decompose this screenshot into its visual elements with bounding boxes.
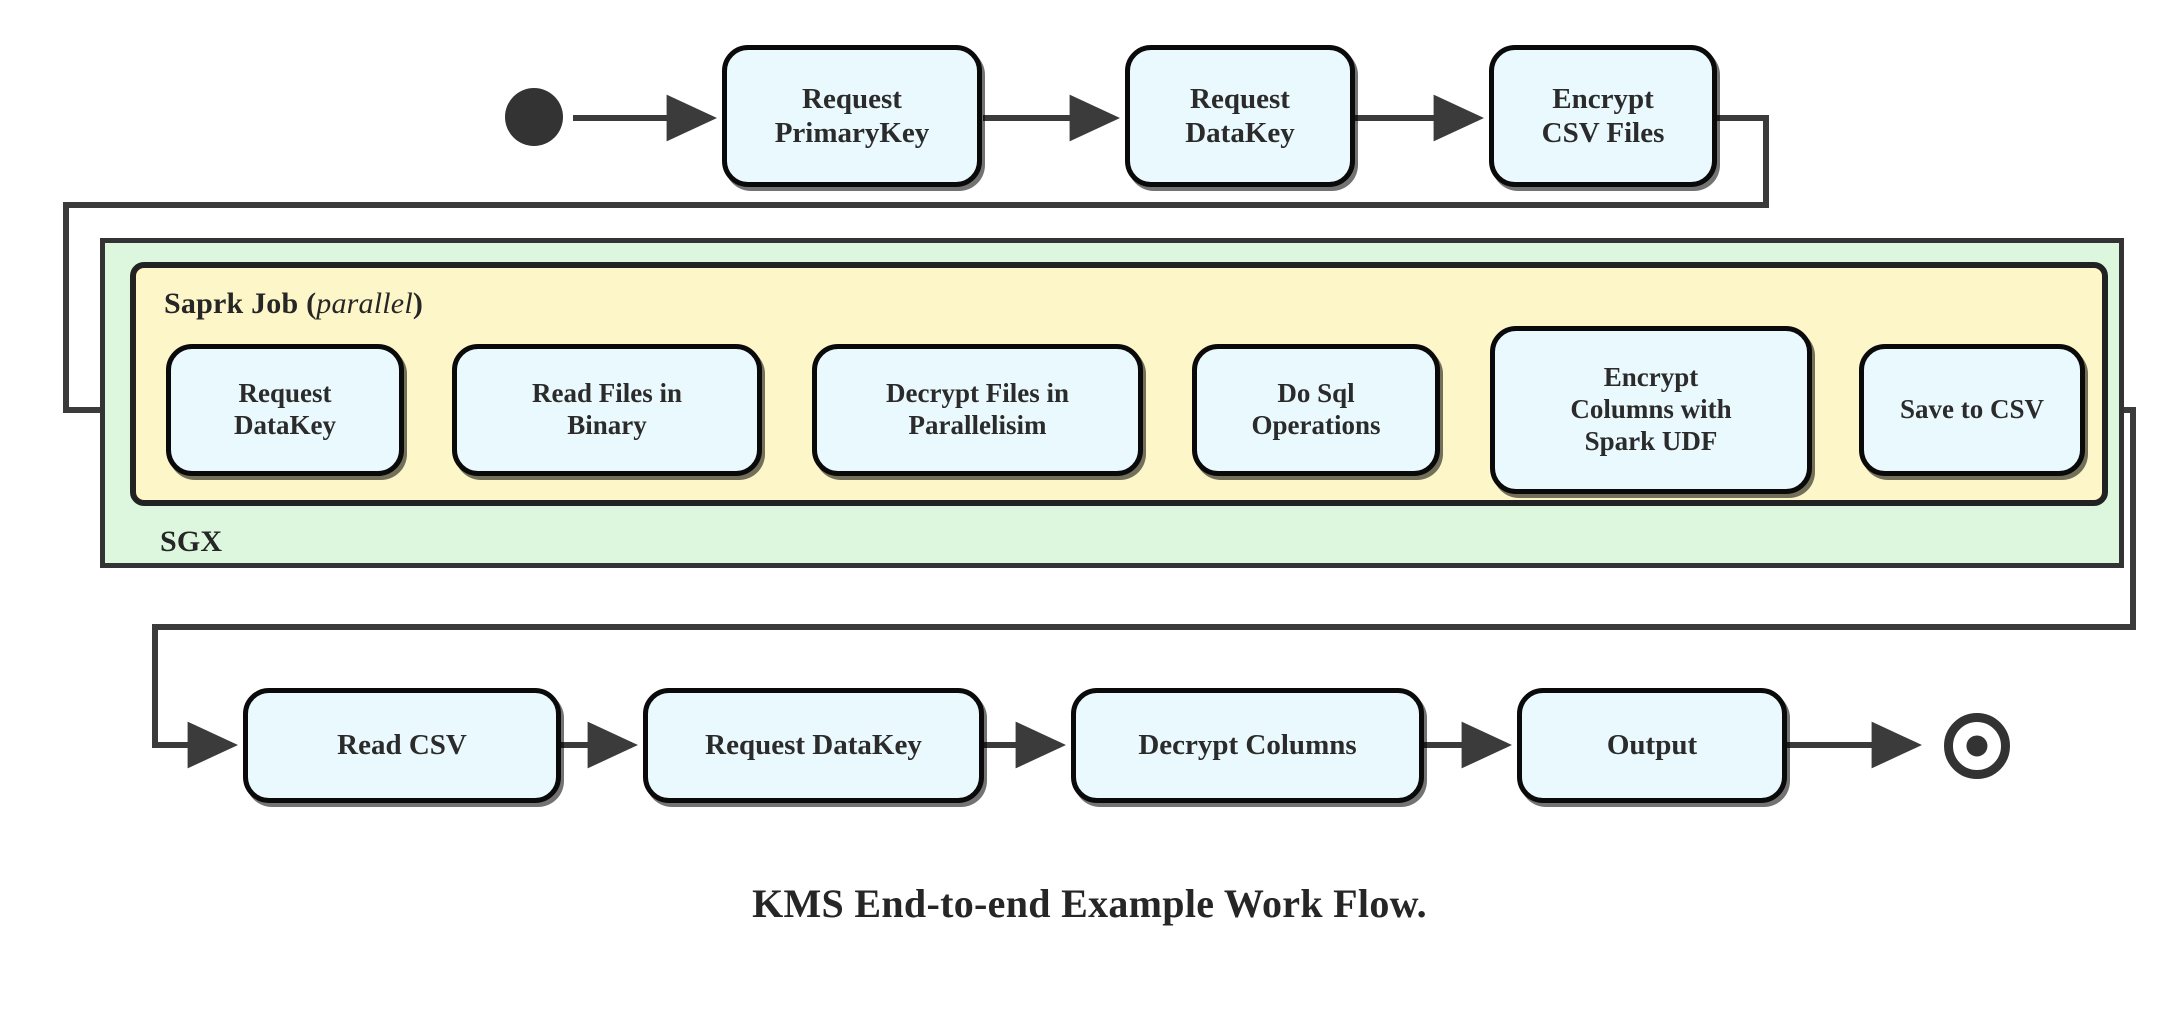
node-line: Save to CSV <box>1899 394 2044 425</box>
node-line: Do Sql <box>1277 378 1355 409</box>
spark-job-modifier: parallel <box>316 287 413 320</box>
spark-job-title: Saprk Job <box>164 287 299 320</box>
node-line: CSV Files <box>1541 117 1665 149</box>
node-line: Request <box>802 82 902 115</box>
node-output[interactable]: Output <box>1517 688 1787 803</box>
end-node <box>1944 713 2010 779</box>
node-line: Parallelisim <box>908 410 1047 440</box>
node-request-datakey-spark[interactable]: Request DataKey <box>166 344 404 476</box>
node-do-sql-operations[interactable]: Do Sql Operations <box>1192 344 1440 476</box>
node-encrypt-csv-files[interactable]: Encrypt CSV Files <box>1489 45 1717 187</box>
node-line: Encrypt <box>1552 82 1654 115</box>
spark-job-modifier-close: ) <box>412 287 424 320</box>
start-node <box>505 88 563 146</box>
node-line: Encrypt <box>1603 362 1699 393</box>
node-line: DataKey <box>234 410 336 440</box>
node-line: Columns with <box>1570 394 1732 425</box>
node-line: Decrypt Columns <box>1138 729 1357 762</box>
node-line: Request <box>238 378 332 409</box>
node-line: Request <box>1190 82 1290 115</box>
spark-job-label: Saprk Job (parallel) <box>164 287 423 321</box>
node-line: DataKey <box>1185 117 1295 149</box>
node-line: Output <box>1606 729 1698 762</box>
node-line: Read CSV <box>337 729 467 762</box>
node-decrypt-files-in-parallelisim[interactable]: Decrypt Files in Parallelisim <box>812 344 1143 476</box>
node-request-datakey-bottom[interactable]: Request DataKey <box>643 688 984 803</box>
node-read-csv[interactable]: Read CSV <box>243 688 561 803</box>
sgx-label: SGX <box>160 525 223 558</box>
node-encrypt-columns-with-spark-udf[interactable]: Encrypt Columns with Spark UDF <box>1490 326 1812 494</box>
node-line: Operations <box>1251 410 1381 440</box>
node-line: Binary <box>567 410 647 440</box>
node-line: Request DataKey <box>705 729 922 762</box>
node-save-to-csv[interactable]: Save to CSV <box>1859 344 2085 476</box>
node-request-primarykey[interactable]: Request PrimaryKey <box>722 45 982 187</box>
node-line: Decrypt Files in <box>886 378 1069 409</box>
node-read-files-in-binary[interactable]: Read Files in Binary <box>452 344 762 476</box>
node-line: Read Files in <box>531 378 682 409</box>
spark-job-modifier-open: ( <box>306 287 317 320</box>
node-decrypt-columns[interactable]: Decrypt Columns <box>1071 688 1424 803</box>
figure-caption: KMS End-to-end Example Work Flow. <box>752 881 1427 926</box>
node-request-datakey-top[interactable]: Request DataKey <box>1125 45 1355 187</box>
node-line: PrimaryKey <box>774 117 930 149</box>
node-line: Spark UDF <box>1584 425 1718 456</box>
